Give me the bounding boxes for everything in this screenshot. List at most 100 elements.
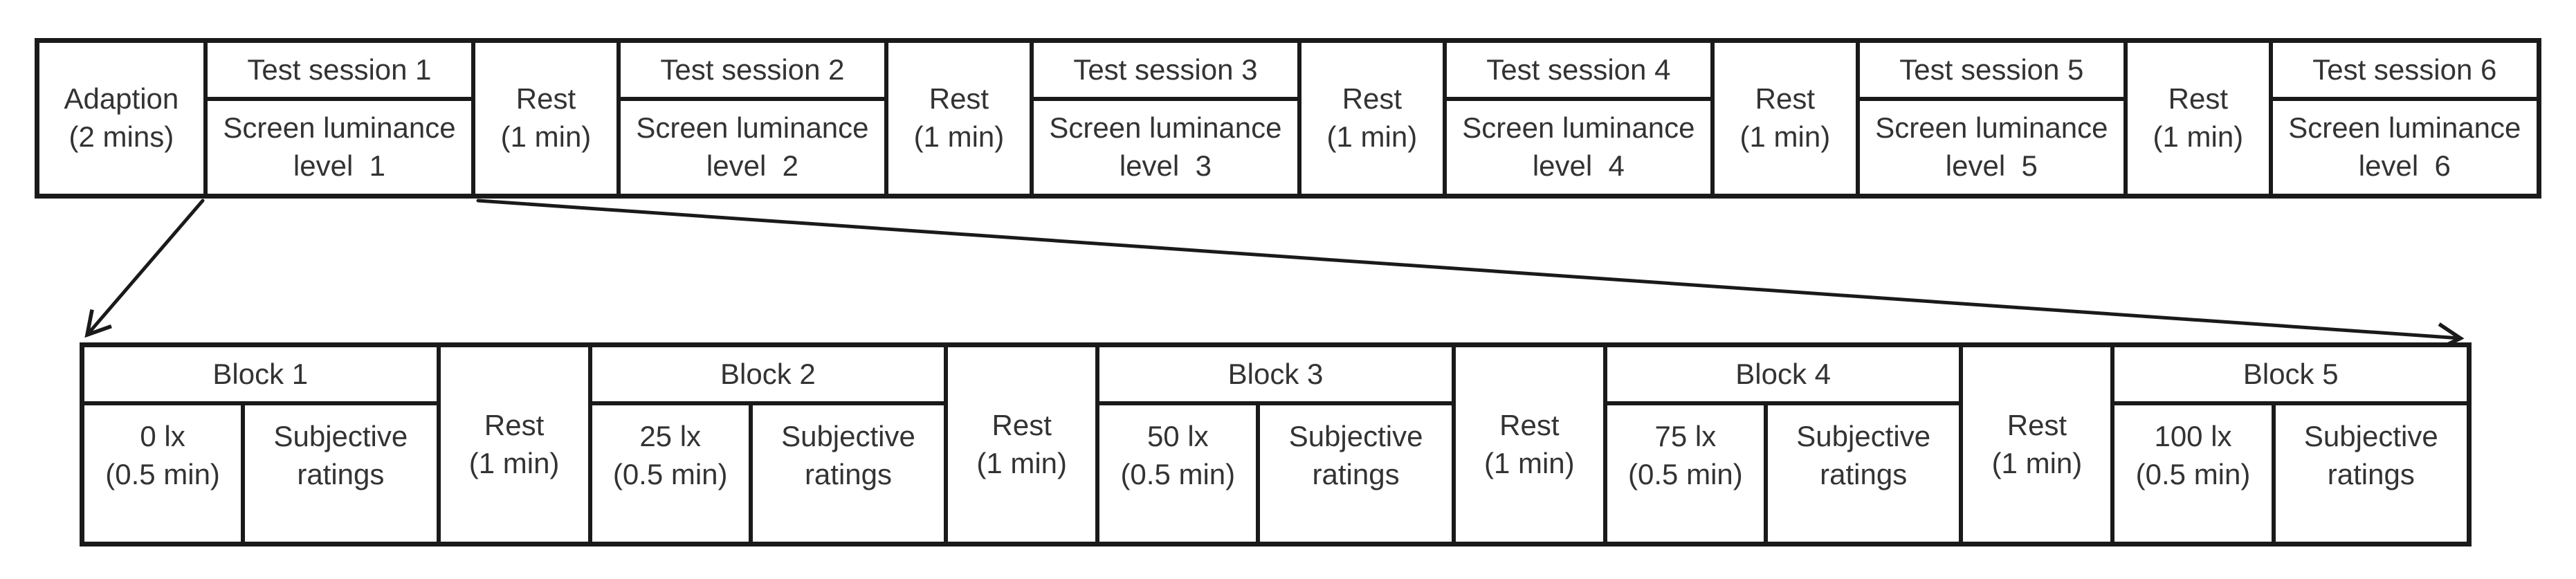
block-title-cell: Block 3 [1099,347,1452,405]
adaption-duration: (2 mins) [68,120,174,153]
lux-cell: 50 lx (0.5 min) [1099,405,1256,542]
rest-cell: Rest (1 min) [944,347,1095,542]
ratings-label2: ratings [297,457,385,490]
rest-duration: (1 min) [1483,446,1575,479]
ratings-cell: Subjective ratings [748,405,944,542]
block-column-2: Block 2 25 lx (0.5 min) Subjective ratin… [587,347,944,542]
block-title: Block 5 [2242,357,2339,390]
ratings-cell: Subjective ratings [1256,405,1451,542]
lux-value: 50 lx [1147,419,1209,452]
block-title-cell: Block 5 [2114,347,2467,405]
rest-duration: (1 min) [976,446,1068,479]
ratings-label2: ratings [1312,457,1400,490]
lux-duration: (0.5 min) [2135,457,2251,490]
luminance-level: level 6 [2358,149,2451,182]
block-title-cell: Block 2 [592,347,944,405]
luminance-label: Screen luminance [1049,111,1282,145]
session-timeline-table: Adaption (2 mins) Test session 1 Screen … [35,38,2541,199]
rest-cell: Rest (1 min) [436,347,588,542]
session-title: Test session 4 [1486,53,1671,86]
luminance-level: level 1 [293,149,385,182]
session-column-1: Test session 1 Screen luminance level 1 [203,43,472,194]
lux-cell: 100 lx (0.5 min) [2114,405,2271,542]
rest-cell: Rest (1 min) [884,43,1029,194]
ratings-label: Subjective [273,419,408,452]
rest-duration: (1 min) [468,446,560,479]
lux-duration: (0.5 min) [1628,457,1743,490]
ratings-label2: ratings [1820,457,1908,490]
session-body-cell: Screen luminance level 1 [208,101,472,194]
rest-duration: (1 min) [1739,120,1831,153]
rest-duration: (1 min) [1326,120,1418,153]
session-title-cell: Test session 2 [620,43,885,101]
block-title-cell: Block 4 [1607,347,1960,405]
session-title: Test session 1 [247,53,432,86]
session-body-cell: Screen luminance level 4 [1447,101,1711,194]
block-title-cell: Block 1 [84,347,437,405]
ratings-label: Subjective [1796,419,1931,452]
session-title: Test session 3 [1073,53,1258,86]
session-detail-table: Block 1 0 lx (0.5 min) Subjective rating… [80,342,2472,546]
ratings-label2: ratings [2327,457,2415,490]
block-title: Block 3 [1227,357,1324,390]
session-title: Test session 6 [2312,53,2497,86]
rest-cell: Rest (1 min) [2123,43,2268,194]
rest-label: Rest [992,408,1052,441]
ratings-label: Subjective [781,419,915,452]
session-body-cell: Screen luminance level 6 [2273,101,2537,194]
ratings-label: Subjective [2303,419,2438,452]
rest-cell: Rest (1 min) [1710,43,1855,194]
session-column-6: Test session 6 Screen luminance level 6 [2268,43,2537,194]
block-title: Block 1 [212,357,309,390]
ratings-cell: Subjective ratings [241,405,436,542]
rest-label: Rest [929,82,989,116]
ratings-label: Subjective [1288,419,1423,452]
lux-duration: (0.5 min) [612,457,728,490]
session-body-cell: Screen luminance level 2 [621,101,885,194]
session-title-cell: Test session 3 [1033,43,1298,101]
lux-duration: (0.5 min) [105,457,220,490]
luminance-label: Screen luminance [1875,111,2108,145]
rest-label: Rest [2007,408,2067,441]
lux-value: 25 lx [639,419,702,452]
lux-duration: (0.5 min) [1120,457,1236,490]
rest-cell: Rest (1 min) [1297,43,1442,194]
lux-value: 0 lx [140,419,185,452]
luminance-level: level 2 [706,149,798,182]
session-title-cell: Test session 1 [207,43,472,101]
rest-duration: (1 min) [1991,446,2083,479]
rest-cell: Rest (1 min) [471,43,616,194]
luminance-level: level 4 [1532,149,1625,182]
block-column-5: Block 5 100 lx (0.5 min) Subjective rati… [2110,347,2467,542]
session-column-3: Test session 3 Screen luminance level 3 [1029,43,1298,194]
rest-duration: (1 min) [500,120,592,153]
rest-label: Rest [515,82,576,116]
block-column-1: Block 1 0 lx (0.5 min) Subjective rating… [84,347,437,542]
right-connector-line [476,199,2465,351]
luminance-label: Screen luminance [223,111,456,145]
ratings-cell: Subjective ratings [2271,405,2467,542]
luminance-level: level 3 [1119,149,1212,182]
luminance-label: Screen luminance [2288,111,2521,145]
block-title: Block 4 [1735,357,1831,390]
session-title-cell: Test session 6 [2272,43,2537,101]
rest-label: Rest [2168,82,2228,116]
rest-cell: Rest (1 min) [1451,347,1603,542]
ratings-label2: ratings [804,457,892,490]
luminance-label: Screen luminance [636,111,869,145]
session-body-cell: Screen luminance level 3 [1034,101,1298,194]
left-connector-line [84,199,205,338]
session-title: Test session 2 [660,53,845,86]
rest-label: Rest [484,408,545,441]
lux-value: 100 lx [2154,419,2232,452]
session-column-5: Test session 5 Screen luminance level 5 [1855,43,2124,194]
session-title: Test session 5 [1899,53,2084,86]
session-title-cell: Test session 5 [1859,43,2124,101]
adaption-label: Adaption [64,82,179,116]
rest-duration: (1 min) [913,120,1005,153]
rest-label: Rest [1755,82,1816,116]
session-body-cell: Screen luminance level 5 [1860,101,2124,194]
luminance-label: Screen luminance [1462,111,1695,145]
